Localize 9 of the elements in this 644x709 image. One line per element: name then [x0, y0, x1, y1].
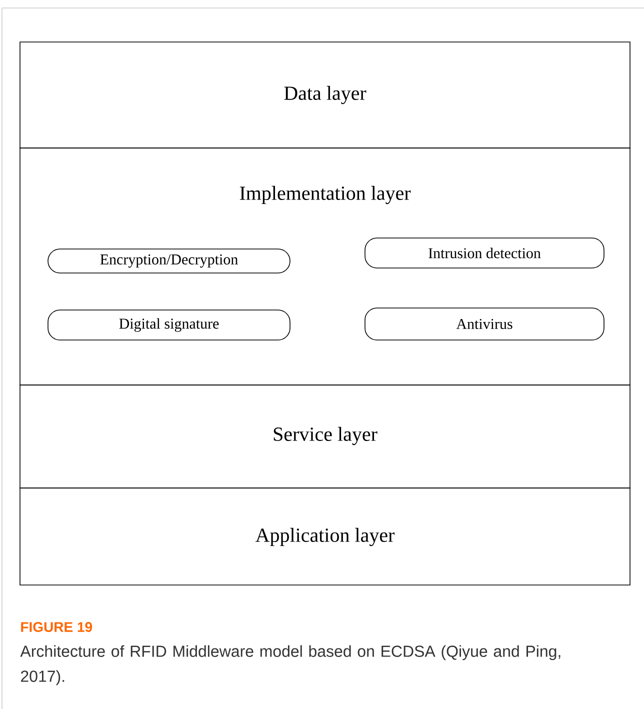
- figure-number: FIGURE 19: [21, 622, 92, 632]
- pill-box: Digital signature: [48, 310, 290, 340]
- pill-box: Intrusion detection: [364, 238, 604, 268]
- pill-box: Antivirus: [364, 308, 604, 340]
- pill-box: Encryption/Decryption: [48, 248, 290, 274]
- caption: Architecture of RFID Middleware model based on ECDSA (Qiyue and Ping, 2017).: [20, 645, 560, 686]
- layer-box: Application layer: [20, 488, 630, 586]
- layer-box: Data layer: [20, 42, 630, 148]
- layer-box: Service layer: [20, 384, 630, 488]
